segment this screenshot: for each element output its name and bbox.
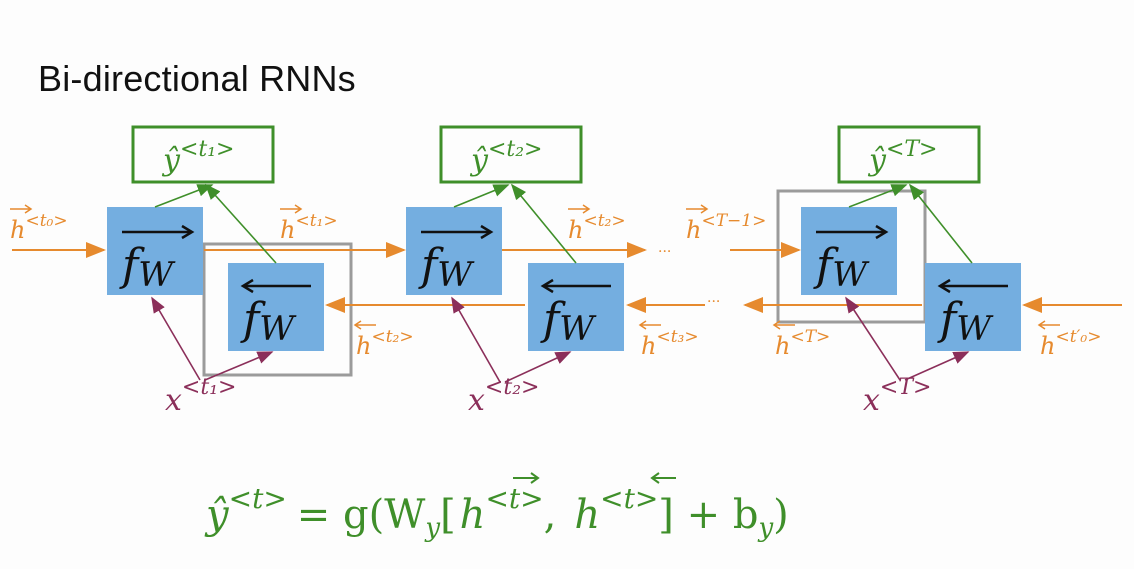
svg-text:fW: fW [418, 240, 475, 295]
in-arrow-b2 [504, 351, 572, 383]
fwd-state-label-0: h<t₀> [10, 204, 68, 244]
out-arrow-b3 [909, 183, 973, 264]
svg-text:h<t₂>: h<t₂> [568, 211, 626, 244]
backward-cell-2: fW [528, 263, 624, 351]
input-label-3: x<T> [863, 375, 931, 418]
out-arrow-b2 [510, 183, 577, 264]
in-arrow-b3 [904, 351, 970, 381]
forward-cell-2: fW [406, 207, 502, 295]
output-label-3: ŷ<T> [867, 137, 938, 178]
out-arrow-b1 [204, 183, 277, 264]
ellipsis-forward: ··· [658, 244, 671, 260]
fwd-state-label-1: h<t₁> [280, 204, 338, 244]
svg-text:h<t′₀>: h<t′₀> [1040, 327, 1101, 360]
out-arrow-f2 [453, 184, 510, 208]
output-box-2 [439, 125, 583, 184]
svg-text:h<t₂>: h<t₂> [356, 327, 414, 360]
svg-text:fW: fW [119, 240, 176, 295]
in-arrow-f1 [151, 296, 201, 381]
input-label-1: x<t₁> [165, 375, 236, 418]
out-arrow-f1 [154, 184, 214, 208]
svg-text:h<t₃>: h<t₃> [641, 327, 699, 360]
backward-cell-1: fW [228, 263, 324, 351]
formula-h-backward-arrow [650, 472, 676, 484]
output-formula: ŷ<t>= g(Wy[h<t>,h<t>] + by) [204, 472, 789, 543]
svg-text:h<T−1>: h<T−1> [686, 211, 766, 244]
formula-h-forward-arrow [513, 472, 540, 484]
output-box-3 [837, 125, 981, 184]
svg-text:h<T>: h<T> [775, 327, 830, 360]
bwd-state-label-0: h<t₂> [353, 320, 414, 360]
svg-text:h<t₀>: h<t₀> [10, 211, 68, 244]
out-arrow-f3 [848, 184, 908, 208]
bwd-state-label-1: h<t₃> [638, 320, 699, 360]
backward-cell-3: fW [925, 263, 1021, 351]
in-arrow-f3 [845, 296, 901, 381]
in-arrow-b1 [204, 351, 274, 381]
bwd-state-label-3: h<t′₀> [1037, 320, 1101, 360]
forward-cell-3: fW [801, 207, 897, 295]
bwd-state-label-2: h<T> [772, 320, 830, 360]
svg-text:h<t₁>: h<t₁> [280, 211, 338, 244]
output-box-1 [131, 125, 275, 184]
forward-cell-1: fW [107, 207, 203, 295]
highlight-box-1 [202, 242, 353, 377]
ellipsis-backward: ··· [707, 294, 720, 310]
fwd-state-label-3: h<T−1> [686, 204, 766, 244]
highlight-box-2 [776, 189, 927, 324]
svg-text:ŷ<t>= g(Wy[h<t>,h<t>] + by): ŷ<t>= g(Wy[h<t>,h<t>] + by) [204, 482, 789, 543]
output-label-2: ŷ<t₂> [469, 137, 542, 178]
input-label-2: x<t₂> [468, 375, 539, 418]
svg-text:fW: fW [813, 240, 870, 295]
slide-title: Bi-directional RNNs [38, 58, 356, 99]
output-label-1: ŷ<t₁> [161, 137, 234, 178]
fwd-state-label-2: h<t₂> [568, 204, 626, 244]
in-arrow-f2 [451, 296, 501, 383]
